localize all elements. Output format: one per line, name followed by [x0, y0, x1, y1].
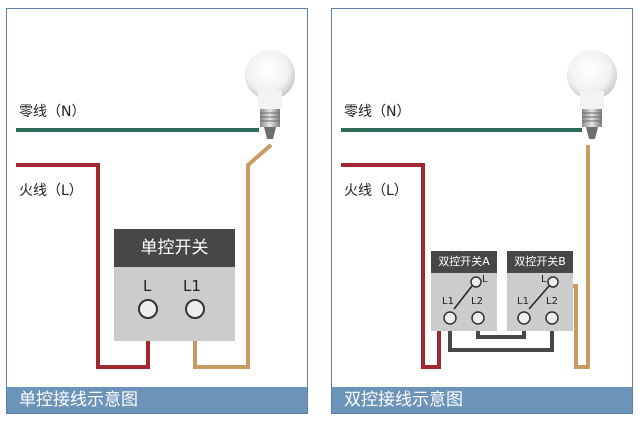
two-way-control-caption: 双控接线示意图: [332, 387, 632, 413]
light-bulb-icon: [245, 50, 295, 139]
live-wire: [16, 163, 150, 369]
two-way-control-wiring: [341, 50, 617, 369]
switch-b-terminal-l-label: L: [541, 274, 547, 285]
switch-title: 单控开关: [114, 229, 235, 267]
switch-body: [114, 267, 235, 341]
two-way-control-diagram-panel: 零线（N） 火线（L） 双控开关A L L1 L2 双控开关B L L1 L2 …: [331, 8, 633, 414]
neutral-wire-label: 零线（N）: [344, 104, 411, 120]
neutral-wire-label: 零线（N）: [19, 104, 86, 120]
switch-b-terminal-l1-label: L1: [517, 296, 529, 307]
switch-a-terminal-l1-label: L1: [442, 296, 454, 307]
switch-a-terminal-l-label: L: [482, 274, 488, 285]
switch-a-title: 双控开关A: [431, 251, 497, 273]
load-wire: [193, 143, 273, 369]
switch-a-terminal-l2-label: L2: [471, 296, 483, 307]
single-control-caption: 单控接线示意图: [7, 387, 307, 413]
terminal-l-label: L: [143, 277, 152, 295]
switch-b-terminal-l2-label: L2: [546, 296, 558, 307]
light-bulb-icon: [567, 50, 617, 139]
live-wire-label: 火线（L）: [344, 183, 408, 199]
single-control-wiring: [16, 50, 295, 369]
single-control-diagram-panel: 零线（N） 火线（L） 单控开关 L L1 单控接线示意图: [6, 8, 308, 414]
switch-b-title: 双控开关B: [507, 251, 573, 273]
link-wire-1: [448, 319, 554, 352]
terminal-l1-label: L1: [183, 277, 201, 295]
live-wire-label: 火线（L）: [19, 183, 83, 199]
